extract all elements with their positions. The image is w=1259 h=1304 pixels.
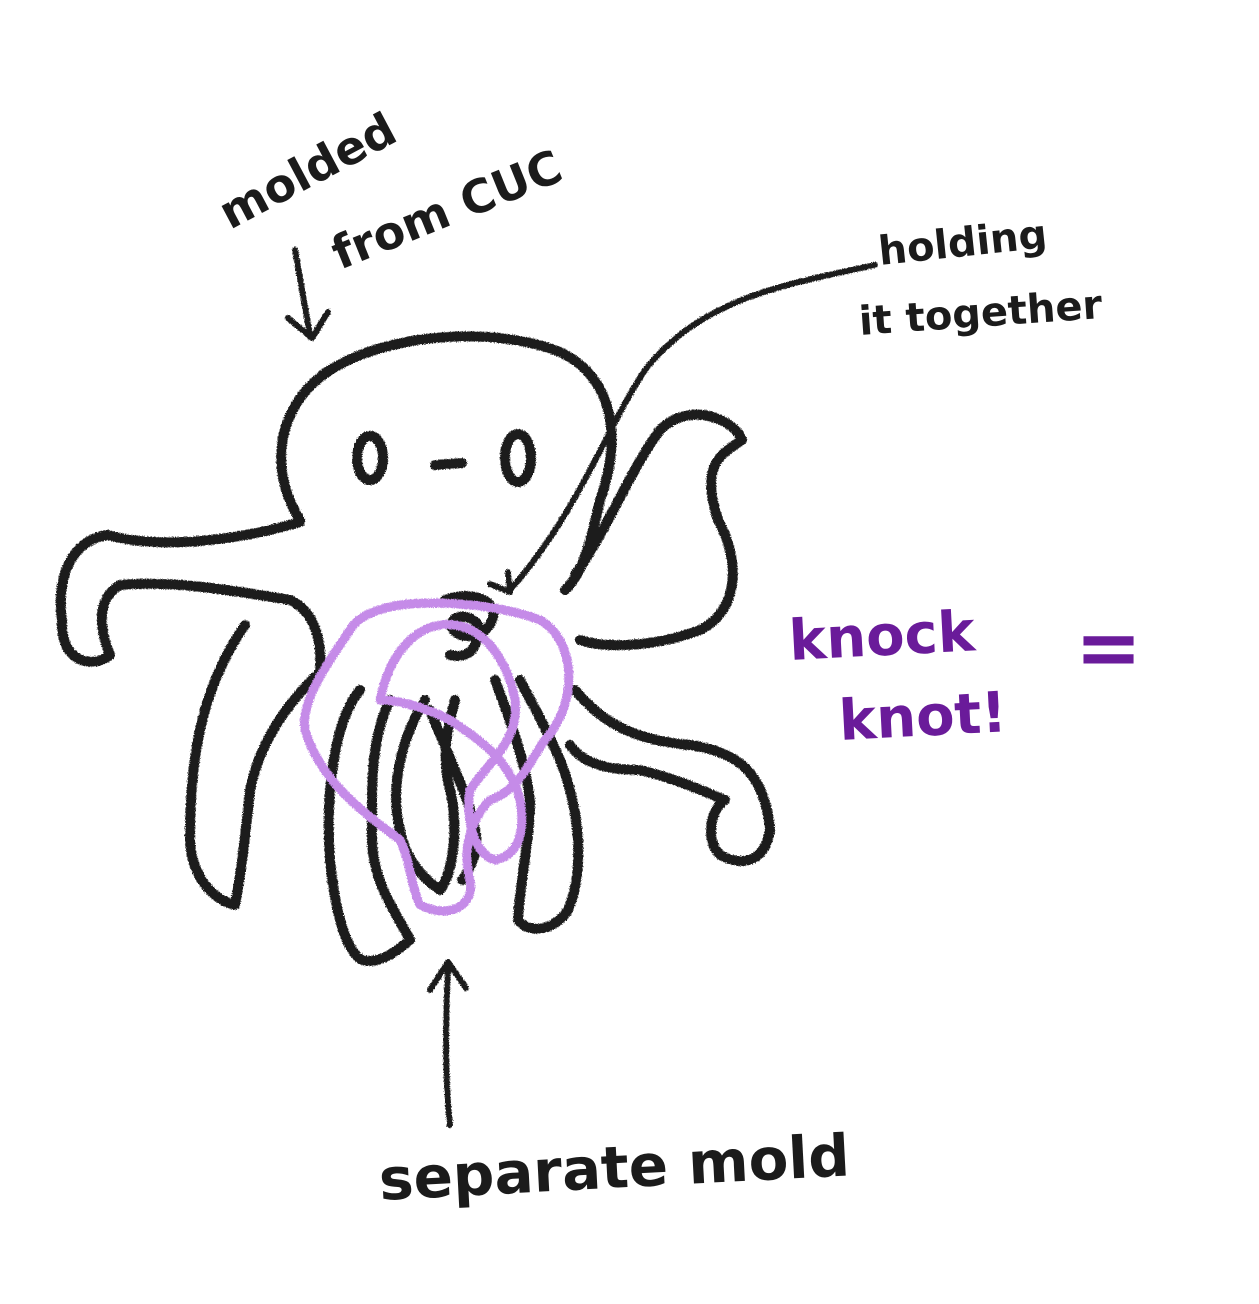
knot-loop-inner xyxy=(375,619,527,865)
octopus-head xyxy=(276,331,617,595)
pointer-lines xyxy=(285,247,878,1128)
label-holding: holding xyxy=(876,212,1049,275)
arm-middle-right xyxy=(490,675,584,934)
right-eye-icon xyxy=(500,429,536,487)
mouth-icon xyxy=(430,458,467,470)
arrow-molded-icon xyxy=(292,247,313,338)
arrow-molded-head-icon xyxy=(285,309,331,341)
knot-overlay xyxy=(299,598,574,916)
label-knot: knot! xyxy=(837,680,1008,754)
arrow-separate-head-icon xyxy=(427,959,469,993)
arm-right-lower xyxy=(565,685,775,866)
arm-left-lower xyxy=(185,620,327,910)
label-separate-mold: separate mold xyxy=(377,1121,851,1214)
arm-left-upper xyxy=(55,517,326,675)
label-equals: = xyxy=(1075,601,1142,694)
annotation-labels: molded from CUC holding it together knoc… xyxy=(210,102,1142,1214)
knot-loop-outer xyxy=(299,598,574,916)
label-it-together: it together xyxy=(857,282,1103,345)
arm-middle-left xyxy=(323,685,415,966)
octopus-outline xyxy=(55,331,775,966)
arrow-holding-head-icon xyxy=(487,569,513,595)
label-knock: knock xyxy=(787,599,978,674)
arrow-holding-icon xyxy=(507,262,878,593)
arm-right-upper xyxy=(570,409,747,651)
left-eye-icon xyxy=(352,431,388,485)
arrow-separate-icon xyxy=(442,967,453,1128)
